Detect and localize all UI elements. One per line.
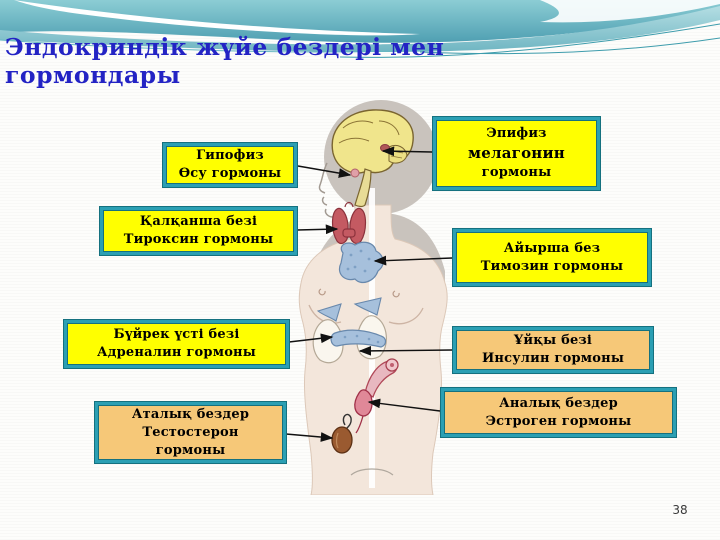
label-box-pituitary: Гипофиз Өсу гормоны <box>163 143 297 187</box>
slide-title: Эндокриндік жүйе бездері мен гормондары <box>5 33 525 89</box>
label-box-adrenal: Бүйрек үсті безі Адреналин гормоны <box>64 320 289 368</box>
arrow-testis <box>285 432 334 442</box>
arrow-ovary <box>367 398 441 412</box>
pancreas-shape <box>330 329 387 348</box>
header-wave-decoration <box>0 0 720 58</box>
label-box-pineal: Эпифиз мелагонин гормоны <box>433 117 600 190</box>
label-box-thyroid: Қалқанша безі Тироксин гормоны <box>100 207 297 255</box>
slide-title-line2: гормондары <box>5 61 181 89</box>
human-body-illustration <box>298 100 448 495</box>
hormone-name: Эстроген гормоны <box>485 413 632 429</box>
gland-name: Айырша без <box>503 240 601 256</box>
hormone-name: Адреналин гормоны <box>96 345 257 360</box>
hormone-name: Өсу гормоны <box>178 166 282 181</box>
arrow-pineal <box>381 146 433 157</box>
gland-name: Қалқанша безі <box>139 214 258 229</box>
gland-name: Аталық бездер <box>131 406 250 422</box>
gland-name: Аналық бездер <box>499 395 618 411</box>
label-box-thymus: Айырша без Тимозин гормоны <box>453 229 651 286</box>
hormone-name: Тимозин гормоны <box>480 258 624 274</box>
label-box-ovaries: Аналық бездер Эстроген гормоны <box>441 388 676 437</box>
label-box-pancreas: Ұйқы безі Инсулин гормоны <box>453 327 653 373</box>
arrow-pancreas <box>358 345 453 356</box>
hormone-name: Тироксин гормоны <box>123 232 274 247</box>
label-box-testes: Аталық бездер Тестостерон гормоны <box>95 402 286 463</box>
page-number: 38 <box>672 503 688 517</box>
hormone-name-2: гормоны <box>481 165 552 180</box>
ovary-uterus-shape <box>354 358 399 434</box>
gland-name: Бүйрек үсті безі <box>113 327 240 342</box>
gland-name: Эпифиз <box>486 126 547 141</box>
gland-name: Ұйқы безі <box>513 333 593 348</box>
arrow-pituitary <box>297 165 352 178</box>
gland-name: Гипофиз <box>196 148 264 163</box>
slide-title-line1: Эндокриндік жүйе бездері мен <box>5 33 445 61</box>
arrow-adrenal <box>288 333 334 344</box>
hormone-name-2: гормоны <box>155 442 226 458</box>
arrow-thymus <box>373 255 453 266</box>
hormone-name: Инсулин гормоны <box>481 351 625 366</box>
hormone-name: Тестостерон <box>142 424 239 440</box>
arrow-thyroid <box>296 224 339 235</box>
hormone-name: мелагонин <box>468 144 565 162</box>
thyroid-gland-shape <box>331 201 367 245</box>
